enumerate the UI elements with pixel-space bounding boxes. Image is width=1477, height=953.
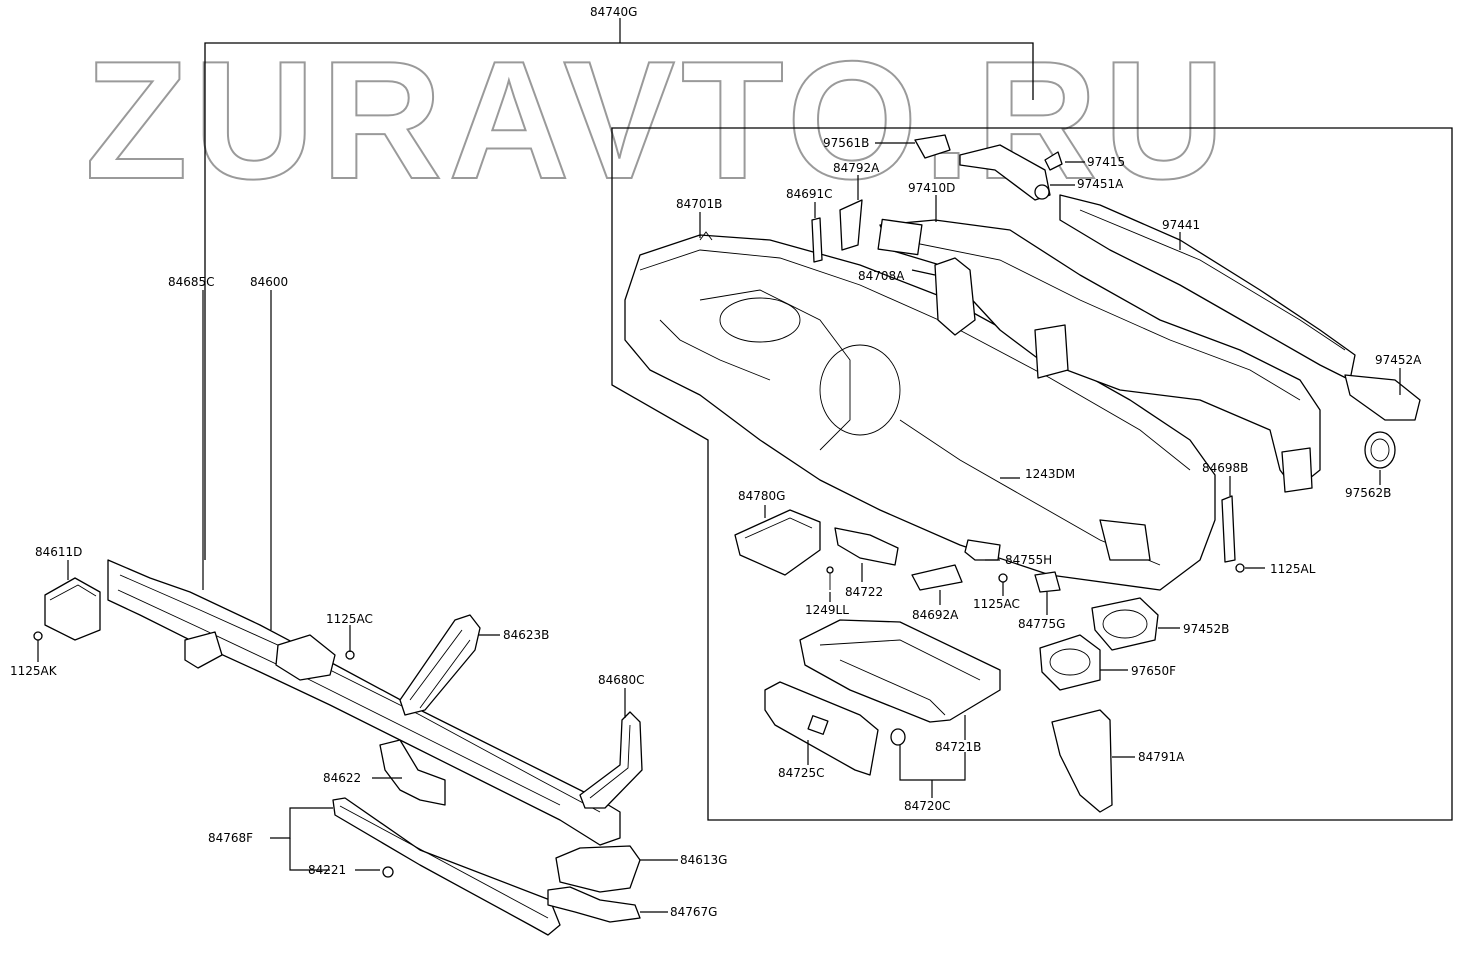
leader-lines: [37, 18, 1401, 913]
label-84622: 84622: [323, 771, 361, 785]
label-84755H: 84755H: [1005, 553, 1052, 567]
label-1125AC-left: 1125AC: [326, 612, 373, 626]
part-labels: 84740G 84685C 84600 84611D 1125AK 1125AC…: [10, 5, 1422, 919]
label-97451A: 97451A: [1077, 177, 1124, 191]
label-84611D: 84611D: [35, 545, 82, 559]
label-84691C: 84691C: [786, 187, 833, 201]
label-84692A: 84692A: [912, 608, 959, 622]
watermark: ZURAVTO.RU: [85, 26, 1231, 214]
label-1125AC-right: 1125AC: [973, 597, 1020, 611]
label-84613G: 84613G: [680, 853, 727, 867]
label-97415: 97415: [1087, 155, 1125, 169]
label-84780G: 84780G: [738, 489, 785, 503]
label-97452B: 97452B: [1183, 622, 1229, 636]
label-84767G: 84767G: [670, 905, 717, 919]
group-frame-right: [611, 127, 1453, 821]
label-97562B: 97562B: [1345, 486, 1391, 500]
label-97650F: 97650F: [1131, 664, 1176, 678]
label-84680C: 84680C: [598, 673, 645, 687]
label-84698B: 84698B: [1202, 461, 1248, 475]
label-84720C: 84720C: [904, 799, 951, 813]
label-84708A: 84708A: [858, 269, 905, 283]
label-1125AL: 1125AL: [1270, 562, 1316, 576]
group-frame-upper: [204, 42, 1034, 560]
label-84623B: 84623B: [503, 628, 549, 642]
cowl-crossbar-drawing: [33, 559, 643, 936]
label-84701B: 84701B: [676, 197, 722, 211]
label-84740G: 84740G: [590, 5, 637, 19]
label-97452A: 97452A: [1375, 353, 1422, 367]
label-97410D: 97410D: [908, 181, 955, 195]
label-84600: 84600: [250, 275, 288, 289]
label-84768F: 84768F: [208, 831, 253, 845]
label-1243DM: 1243DM: [1025, 467, 1075, 481]
label-84775G: 84775G: [1018, 617, 1065, 631]
crash-pad-drawing: [624, 134, 1421, 813]
label-84725C: 84725C: [778, 766, 825, 780]
label-84685C: 84685C: [168, 275, 215, 289]
label-1125AK: 1125AK: [10, 664, 58, 678]
label-84722: 84722: [845, 585, 883, 599]
label-84721B: 84721B: [935, 740, 981, 754]
label-97441: 97441: [1162, 218, 1200, 232]
label-84791A: 84791A: [1138, 750, 1185, 764]
label-1249LL: 1249LL: [805, 603, 849, 617]
label-84221: 84221: [308, 863, 346, 877]
label-97561B: 97561B: [823, 136, 869, 150]
label-84792A: 84792A: [833, 161, 880, 175]
